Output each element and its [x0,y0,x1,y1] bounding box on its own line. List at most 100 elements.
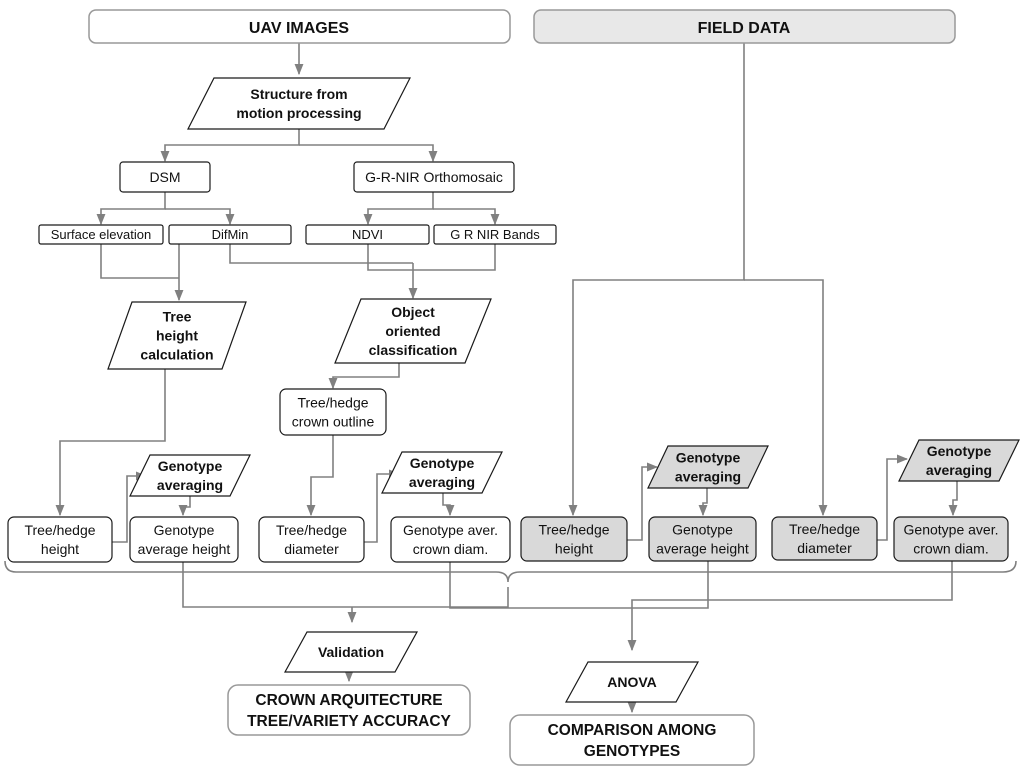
genotype-averaging-2-label-2: averaging [409,474,475,490]
genotype-averaging-1-label-1: Genotype [158,458,223,474]
arrow-avg1-to-avg-height [178,496,191,517]
uav-tree-height-box-label-1: Tree/hedge [24,522,95,538]
accuracy-result-box: CROWN ARQUITECTURE TREE/VARIETY ACCURACY [227,684,471,736]
crown-outline-box-label-1: Tree/hedge [297,395,368,411]
arrow-sfm-to-ortho [299,144,438,163]
genotype-averaging-1-label-2: averaging [157,477,223,493]
uav-genotype-avg-diam-box: Genotype aver.crown diam. [390,516,511,563]
arrow-fdiameter-to-avg4 [877,454,909,541]
uav-tree-diameter-box: Tree/hedge diameter [258,516,365,563]
field-genotype-avg-diam-box: Genotype aver.crown diam. [893,516,1009,562]
line-diam-collect [449,561,709,609]
bands-box: G R NIR Bands [433,224,557,245]
anova-process: ANOVA [564,661,700,703]
line-ndvi-to-object [367,244,413,271]
arrow-avg3-to-favg-height [698,488,708,517]
crown-outline-box: Tree/hedge crown outline [279,388,387,436]
line-bands-to-object [413,244,496,271]
field-data-header: FIELD DATA [533,9,956,44]
arrow-dsm-to-surface [96,192,166,226]
uav-tree-height-box-label-2: height [41,541,79,557]
uav-genotype-avg-height-box-label-1: Genotype [154,522,215,538]
field-genotype-avg-height-box-label-2: average height [656,540,749,556]
line-difmin-to-object [229,244,413,264]
output-row-bracket [4,560,1017,583]
genotype-averaging-2-label-1: Genotype [410,455,475,471]
line-uav-collect [182,561,509,608]
comparison-result-box-label-2: GENOTYPES [584,743,680,760]
field-tree-diameter-box: Tree/hedge diameter [771,516,878,561]
genotype-averaging-4-label-1: Genotype [927,443,992,459]
crown-outline-box-label-2: crown outline [292,413,375,429]
field-tree-height-box: Tree/hedge height [520,516,628,562]
field-tree-diameter-box-label-2: diameter [797,540,852,556]
sfm-process-label-2: motion processing [236,105,361,121]
accuracy-result-box-label-2: TREE/VARIETY ACCURACY [247,713,451,730]
arrow-object-to-outline [328,363,400,390]
arrow-ortho-to-ndvi [363,192,434,226]
sfm-process-label-1: Structure from [250,86,347,102]
arrow-height-to-avg1 [112,471,148,543]
ndvi-box-label-1: NDVI [352,227,383,242]
uav-genotype-avg-height-box: Genotype average height [129,516,239,563]
uav-tree-diameter-box-label-2: diameter [284,541,339,557]
bands-box-label-1: G R NIR Bands [450,227,540,242]
tree-height-calc-process-label-2: height [156,328,198,344]
tree-height-calc-process-label-1: Tree [163,309,192,325]
uav-images-header: UAV IMAGES [88,9,511,44]
accuracy-result-box-label-1: CROWN ARQUITECTURE [255,692,442,709]
orthomosaic-box-label-1: G-R-NIR Orthomosaic [365,169,503,185]
field-genotype-avg-height-box: Genotype average height [648,516,757,562]
tree-height-calc-process-label-3: calculation [140,346,213,362]
tree-height-calc-process: Tree height calculation [107,301,247,370]
uav-tree-diameter-box-label-1: Tree/hedge [276,522,347,538]
genotype-averaging-3: Genotype averaging [647,445,769,489]
arrow-diameter-to-avg2 [364,469,401,543]
difmin-box-label-1: DifMin [212,227,249,242]
line-surface-merge [100,244,179,279]
uav-images-label: UAV IMAGES [249,20,349,37]
arrow-ortho-to-bands [433,208,500,226]
sfm-process: Structure from motion processing [187,77,411,130]
arrow-calc-to-height [55,369,166,517]
field-tree-height-box-label-1: Tree/hedge [538,522,609,538]
arrow-fheight-to-avg3 [627,462,659,541]
genotype-averaging-2: Genotype averaging [381,451,503,494]
genotype-averaging-4: Genotype averaging [898,439,1020,482]
genotype-averaging-1: Genotype averaging [129,454,251,497]
comparison-result-box: COMPARISON AMONG GENOTYPES [509,714,755,766]
field-data-label: FIELD DATA [698,20,791,37]
arrow-field-to-diameter [744,279,828,517]
field-tree-diameter-box-label-1: Tree/hedge [789,521,860,537]
object-classification-process-label-3: classification [369,342,458,358]
uav-genotype-avg-height-box-label-2: average height [138,541,231,557]
arrow-avg2-to-avg-diam [442,493,455,517]
arrow-avg4-to-favg-diam [948,481,958,517]
object-classification-process-label-1: Object [391,304,435,320]
arrow-sfm-to-dsm [160,129,300,163]
connector-lines [4,43,1017,714]
orthomosaic-box: G-R-NIR Orthomosaic [353,161,515,193]
genotype-averaging-3-label-2: averaging [675,468,741,484]
uav-tree-height-box: Tree/hedge height [7,516,113,563]
field-genotype-avg-height-box-label-1: Genotype [672,522,733,538]
genotype-averaging-4-label-2: averaging [926,462,992,478]
ndvi-box: NDVI [305,224,430,245]
field-genotype-avg-diam-box-label-1: Genotype aver. [904,522,999,538]
validation-process-label-1: Validation [318,644,384,660]
surface-elevation-box: Surface elevation [38,224,164,245]
object-classification-process: Object oriented classification [334,298,492,364]
surface-elevation-box-label-1: Surface elevation [51,227,151,242]
arrow-field-to-height [568,43,745,517]
comparison-result-box-label-1: COMPARISON AMONG [548,722,717,739]
uav-genotype-avg-diam-box-label-2: crown diam. [413,541,488,557]
genotype-averaging-3-label-1: Genotype [676,450,741,466]
difmin-box: DifMin [168,224,292,245]
dsm-box: DSM [119,161,211,193]
anova-process-label-1: ANOVA [607,674,657,690]
arrow-dsm-to-difmin [165,208,235,226]
object-classification-process-label-2: oriented [385,323,440,339]
field-tree-height-box-label-2: height [555,540,593,556]
